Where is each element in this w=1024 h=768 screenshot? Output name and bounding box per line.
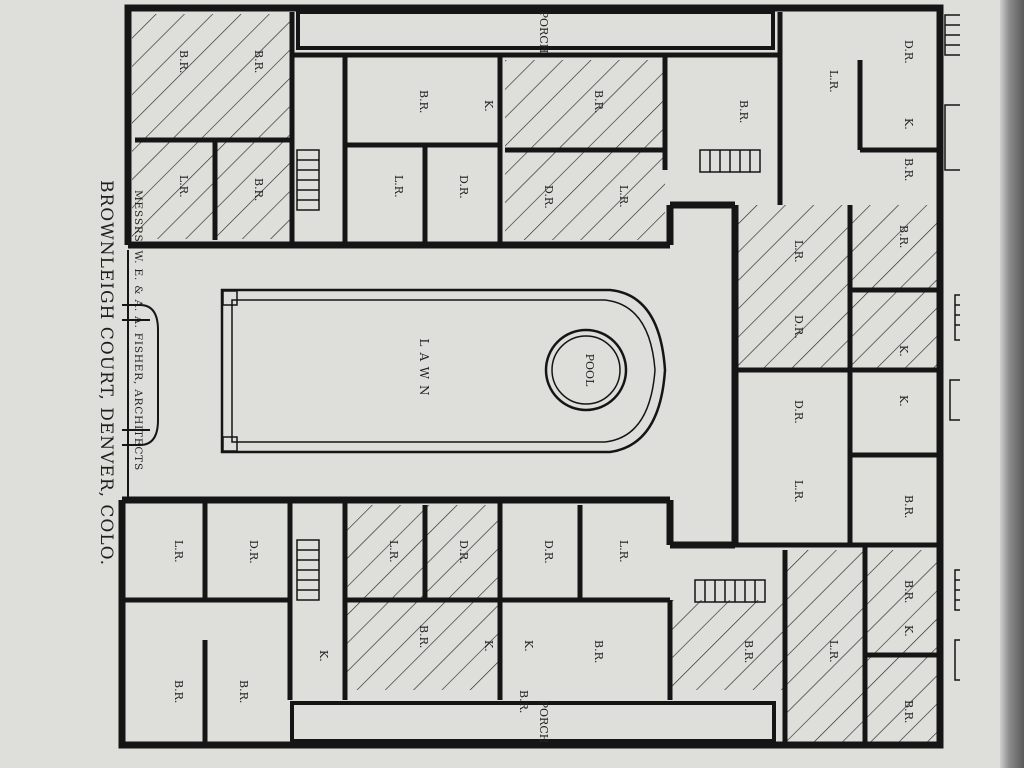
- room-label: B.R.: [417, 90, 430, 113]
- room-label: B.R.: [742, 640, 755, 663]
- central-court: LAWN POOL: [220, 288, 667, 454]
- room-label: L.R.: [827, 70, 840, 93]
- floor-plan: PORCH PORCH: [118, 4, 960, 749]
- room-label: D.R.: [542, 185, 555, 209]
- room-label: B.R.: [592, 640, 605, 663]
- hatched-units: [132, 14, 940, 745]
- pool-label: POOL: [583, 354, 596, 387]
- room-label: K.: [897, 395, 910, 407]
- room-label: L.R.: [792, 480, 805, 503]
- room-label: B.R.: [237, 680, 250, 703]
- room-label: L.R.: [392, 175, 405, 198]
- room-label: B.R.: [252, 178, 265, 201]
- room-label: K.: [482, 640, 495, 652]
- room-label: L.R.: [387, 540, 400, 563]
- room-label: B.R.: [417, 625, 430, 648]
- court-gateway: [122, 250, 159, 500]
- interior-walls: [122, 12, 940, 745]
- room-label: D.R.: [902, 40, 915, 64]
- pool-outline: [544, 328, 628, 412]
- room-label: L.R.: [792, 240, 805, 263]
- room-label: L.R.: [617, 540, 630, 563]
- room-label: B.R.: [902, 700, 915, 723]
- room-label: D.R.: [542, 540, 555, 564]
- room-label: D.R.: [247, 540, 260, 564]
- room-label: B.R.: [737, 100, 750, 123]
- caption-block: BROWNLEIGH COURT, DENVER, COLO. MESSRS. …: [70, 0, 144, 768]
- room-label: D.R.: [792, 315, 805, 339]
- room-label: K.: [897, 345, 910, 357]
- room-label: K.: [482, 100, 495, 112]
- room-label: B.R.: [902, 580, 915, 603]
- room-label: L.R.: [172, 540, 185, 563]
- room-label: K.: [902, 118, 915, 130]
- room-label: L.R.: [617, 185, 630, 208]
- porch-top-label: PORCH: [537, 11, 550, 54]
- exterior-walls: [118, 4, 944, 749]
- room-label: L.R.: [827, 640, 840, 663]
- hatched-unit-s2: [670, 600, 785, 690]
- room-label: B.R.: [902, 495, 915, 518]
- room-labels: B.R. B.R. L.R. B.R. B.R. K. L.R. D.R. B.…: [172, 40, 915, 723]
- room-label: K.: [902, 625, 915, 637]
- room-label: K.: [317, 650, 330, 662]
- room-label: B.R.: [902, 158, 915, 181]
- room-label: B.R.: [517, 690, 530, 713]
- room-label: L.R.: [177, 175, 190, 198]
- lawn-outline: [220, 288, 667, 454]
- room-label: B.R.: [172, 680, 185, 703]
- room-label: B.R.: [592, 90, 605, 113]
- exterior-steps: [944, 14, 960, 681]
- lawn-label: LAWN: [417, 339, 431, 402]
- porches: [290, 10, 776, 743]
- room-label: B.R.: [252, 50, 265, 73]
- room-label: B.R.: [897, 225, 910, 248]
- book-spine-shadow: [1000, 0, 1024, 768]
- porch-bottom-label: PORCH: [537, 701, 550, 744]
- room-label: B.R.: [177, 50, 190, 73]
- room-label: D.R.: [792, 400, 805, 424]
- hatched-unit-nw: [132, 14, 292, 239]
- room-label: K.: [522, 640, 535, 652]
- room-label: D.R.: [457, 540, 470, 564]
- stairs: [296, 149, 766, 603]
- room-label: D.R.: [457, 175, 470, 199]
